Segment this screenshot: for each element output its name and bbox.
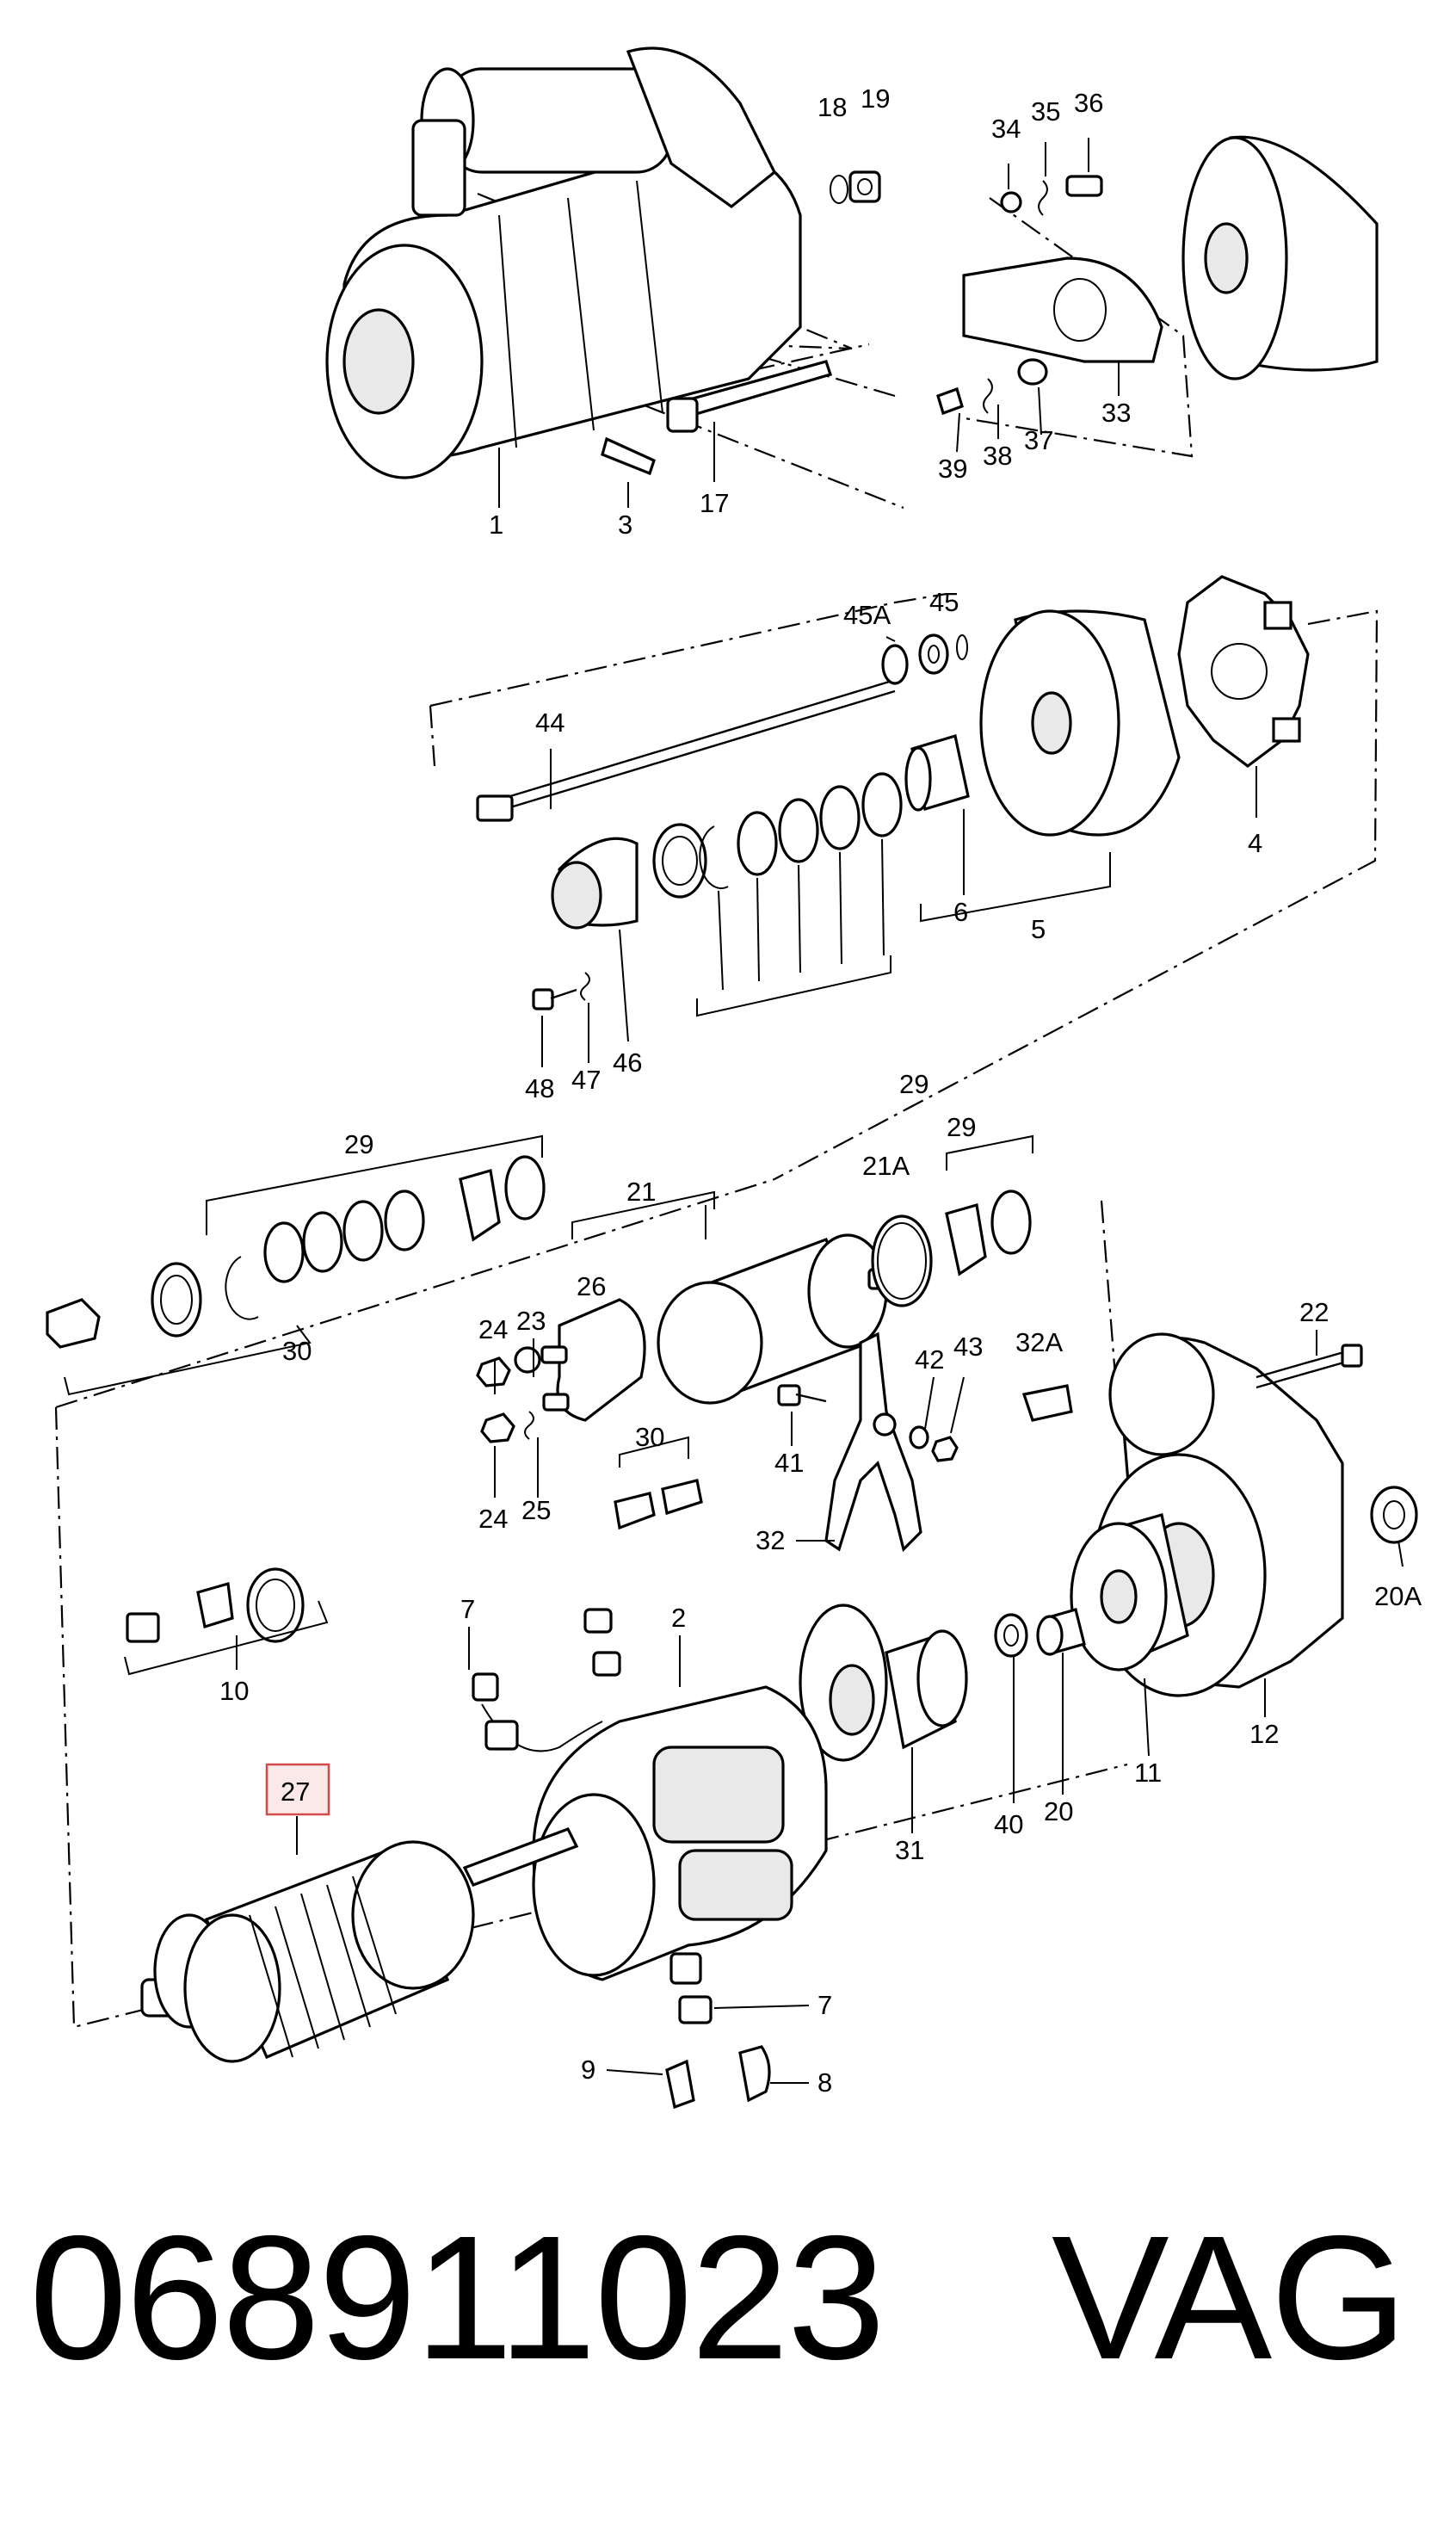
bolt-17 xyxy=(666,360,833,433)
exploded-parts-diagram: 1 3 17 18 19 34 35 36 33 39 38 37 45A 45… xyxy=(46,46,1422,2110)
callout-17: 17 xyxy=(700,488,729,518)
callout-10: 10 xyxy=(219,1676,249,1706)
callout-32A: 32A xyxy=(1015,1327,1063,1357)
callout-37: 37 xyxy=(1024,425,1053,455)
bushing-6 xyxy=(904,733,970,812)
bracket-33 xyxy=(936,175,1163,416)
callout-4: 4 xyxy=(1248,828,1262,858)
callout-35: 35 xyxy=(1031,96,1060,127)
callout-39: 39 xyxy=(938,454,967,484)
callout-20: 20 xyxy=(1044,1796,1073,1826)
screw-48-lockwasher-47 xyxy=(532,972,590,1010)
callout-48: 48 xyxy=(525,1073,554,1103)
ring-21A xyxy=(871,1214,933,1307)
callout-36: 36 xyxy=(1074,88,1103,118)
washer-40-bushing-20 xyxy=(994,1608,1086,1658)
callout-30-left: 30 xyxy=(282,1336,312,1366)
callout-33: 33 xyxy=(1101,398,1131,428)
shim-29-right xyxy=(945,1134,1033,1276)
clips-7-8-9 xyxy=(665,1952,771,2110)
shim-stack-29-upper xyxy=(652,772,903,1017)
bolt-22 xyxy=(1255,1344,1363,1389)
callout-21A: 21A xyxy=(862,1151,910,1181)
end-cover-5 xyxy=(979,609,1181,837)
highlight-box-27 xyxy=(265,1763,330,1816)
washers-45 xyxy=(881,633,968,685)
callout-12: 12 xyxy=(1249,1719,1279,1749)
callout-25: 25 xyxy=(521,1495,551,1525)
brush-kit-10 xyxy=(124,1567,329,1676)
field-frame-2 xyxy=(472,1608,828,1981)
nuts-23-24-25 xyxy=(476,1346,541,1443)
part-number: 068911023 xyxy=(29,2199,885,2396)
callout-labels: 1 3 17 18 19 34 35 36 33 39 38 37 45A 45… xyxy=(219,83,1422,2098)
callout-23: 23 xyxy=(516,1306,546,1336)
bearing-cap-46 xyxy=(551,837,639,930)
washer-18-19 xyxy=(830,170,881,204)
footer-caption: 068911023 VAG xyxy=(0,2186,1456,2410)
bushing-20A xyxy=(1370,1486,1418,1544)
callout-29-center: 29 xyxy=(899,1069,929,1099)
callout-44: 44 xyxy=(535,708,565,738)
callout-40: 40 xyxy=(994,1809,1023,1839)
intermediate-bearing-11 xyxy=(1070,1512,1189,1672)
callout-26: 26 xyxy=(577,1271,606,1301)
callout-27: 27 xyxy=(281,1777,310,1807)
callout-9: 9 xyxy=(581,2055,595,2085)
callout-46: 46 xyxy=(613,1047,642,1078)
callout-18: 18 xyxy=(817,92,847,122)
callout-45A: 45A xyxy=(843,600,891,630)
brush-holder-4 xyxy=(1177,575,1310,768)
fork-lever-32 xyxy=(824,1332,922,1553)
solenoid-cap-26 xyxy=(540,1298,646,1422)
pinion-31 xyxy=(799,1604,968,1762)
shim-stack-29-30-left xyxy=(46,1134,546,1396)
leader-lines xyxy=(236,138,1404,2084)
callout-7-top: 7 xyxy=(460,1594,475,1624)
callout-24-top: 24 xyxy=(478,1314,508,1344)
starter-motor-assembly xyxy=(325,46,802,479)
callout-29-right: 29 xyxy=(947,1112,976,1142)
solenoid-21 xyxy=(571,1190,914,1405)
callout-5: 5 xyxy=(1031,914,1046,944)
clips-30-lower xyxy=(614,1436,703,1530)
callout-38: 38 xyxy=(983,441,1012,471)
callout-32: 32 xyxy=(756,1525,785,1555)
callout-34: 34 xyxy=(991,114,1021,144)
callout-29-left: 29 xyxy=(344,1129,373,1159)
bolt-41-nuts-42-43 xyxy=(777,1384,959,1462)
callout-30-lower: 30 xyxy=(635,1422,664,1452)
callout-2: 2 xyxy=(671,1603,686,1633)
callout-42: 42 xyxy=(915,1344,944,1375)
callout-31: 31 xyxy=(895,1835,924,1865)
callout-11: 11 xyxy=(1134,1758,1162,1788)
end-housing-top-right xyxy=(1181,135,1379,380)
callout-43: 43 xyxy=(953,1332,983,1362)
armature-27 xyxy=(140,1826,579,2063)
callout-22: 22 xyxy=(1299,1297,1329,1327)
callout-24-bottom: 24 xyxy=(478,1504,508,1534)
brand-name: VAG xyxy=(1052,2199,1408,2396)
callout-47: 47 xyxy=(571,1065,601,1095)
pad-32A xyxy=(1021,1384,1073,1422)
callout-19: 19 xyxy=(861,83,890,114)
screw-3 xyxy=(601,436,656,476)
callout-41: 41 xyxy=(774,1448,804,1478)
callout-20A: 20A xyxy=(1374,1581,1422,1611)
callout-45: 45 xyxy=(929,587,959,617)
callout-3: 3 xyxy=(618,510,632,540)
callout-21: 21 xyxy=(626,1177,656,1207)
callout-6: 6 xyxy=(953,897,968,927)
callout-1: 1 xyxy=(489,510,503,540)
callout-8: 8 xyxy=(817,2067,832,2098)
callout-7-bottom: 7 xyxy=(817,1990,832,2020)
